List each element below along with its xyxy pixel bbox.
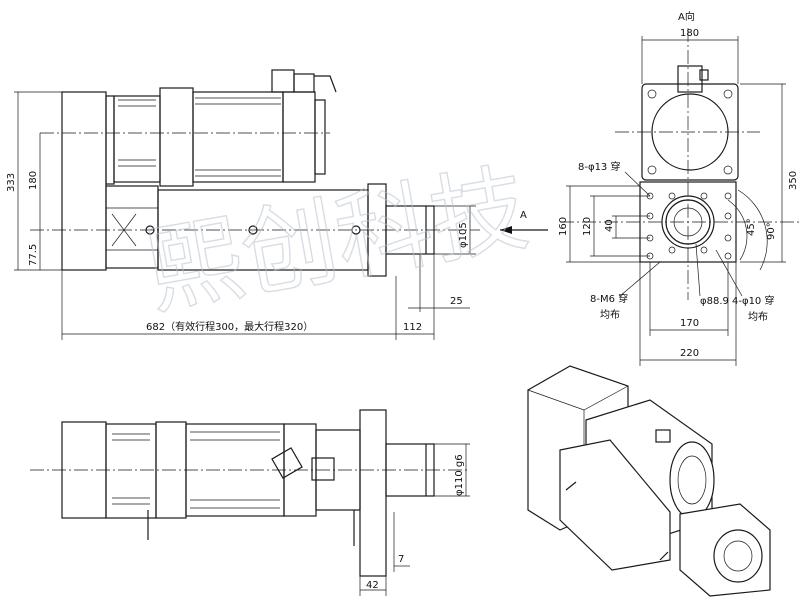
dim-112: 112: [403, 322, 422, 333]
dim-333: 333: [6, 173, 17, 192]
bolt-holes: [646, 192, 732, 260]
dim-180-top: 180: [680, 28, 699, 39]
a-view: [560, 28, 800, 366]
note-holes-m6-sub: 均布: [600, 309, 620, 321]
dim-phi105: φ105: [458, 222, 469, 248]
note-holes-10-sub: 均布: [748, 311, 768, 323]
dim-220: 220: [680, 348, 699, 359]
dim-45deg: 45°: [746, 218, 757, 236]
top-view: [30, 409, 470, 596]
dim-350: 350: [788, 171, 799, 190]
dim-phi110-g6: φ110 g6: [454, 454, 465, 496]
dim-42: 42: [366, 580, 379, 591]
view-a-label: A向: [678, 10, 695, 23]
dim-25: 25: [450, 296, 463, 307]
dim-40: 40: [604, 219, 615, 232]
dim-phi88-9: φ88.9: [700, 296, 729, 307]
dim-160: 160: [558, 217, 569, 236]
note-holes-m6: 8-M6 穿: [590, 292, 628, 305]
note-holes-10: 4-φ10 穿: [732, 294, 774, 307]
dim-180-left: 180: [28, 171, 39, 190]
side-view: [14, 69, 548, 340]
arrow-a-label: A: [520, 210, 527, 221]
dim-682: 682（有效行程300，最大行程320）: [146, 320, 313, 333]
dim-77-5: 77.5: [28, 244, 39, 266]
dim-7: 7: [398, 554, 404, 565]
watermark-text: 熙创科技: [138, 152, 536, 329]
dim-120: 120: [582, 217, 593, 236]
watermark: 熙创科技: [137, 151, 536, 329]
dim-170: 170: [680, 318, 699, 329]
dim-90deg: 90°: [766, 222, 777, 240]
note-holes-13: 8-φ13 穿: [578, 160, 620, 173]
isometric-view: [527, 365, 771, 597]
